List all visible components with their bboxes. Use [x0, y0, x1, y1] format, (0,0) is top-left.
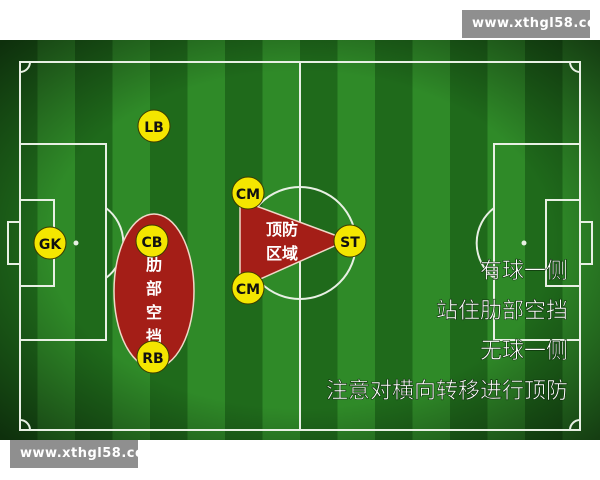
player-lb: LB	[137, 109, 171, 143]
right-penalty-spot	[521, 240, 527, 246]
left-goal	[7, 221, 21, 265]
player-rb: RB	[136, 340, 170, 374]
corner-arc-bl	[19, 419, 31, 431]
caption-line: 有球一侧	[480, 259, 568, 284]
player-label: CM	[236, 282, 260, 298]
cover-zone-line: 顶防	[266, 220, 298, 239]
right-goal	[579, 221, 593, 265]
player-gk: GK	[33, 226, 67, 260]
corner-arc-tl	[19, 61, 31, 73]
right-penalty-arc	[475, 207, 495, 279]
caption-line: 站住肋部空挡	[436, 299, 568, 324]
player-cm-top: CM	[231, 176, 265, 210]
player-cb: CB	[135, 224, 169, 258]
caption-line: 注意对横向转移进行顶防	[326, 379, 568, 404]
flank-gap-char: 空	[146, 303, 162, 322]
player-label: GK	[39, 237, 62, 253]
watermark-bottom: www.xthgl58.com	[10, 440, 158, 468]
corner-arc-tr	[569, 61, 581, 73]
caption-line: 无球一侧	[480, 339, 568, 364]
player-label: LB	[144, 120, 164, 136]
caption-block: 有球一侧 站住肋部空挡 无球一侧 注意对横向转移进行顶防	[326, 259, 569, 405]
player-label: CB	[142, 235, 163, 251]
cover-zone	[239, 198, 350, 290]
watermark-top: www.xthgl58.com	[462, 10, 600, 38]
player-st: ST	[333, 224, 367, 258]
cover-zone-label: 顶防 区域	[266, 220, 298, 263]
corner-arc-br	[569, 419, 581, 431]
football-pitch: 肋 部 空 挡 顶防 区域 GK LB CB RB CM CM	[0, 40, 600, 440]
player-cm-bottom: CM	[231, 271, 265, 305]
flank-gap-char: 肋	[146, 255, 162, 274]
pitch-lines	[7, 61, 593, 431]
players: GK LB CB RB CM CM ST	[33, 109, 367, 374]
player-label: ST	[340, 235, 360, 251]
flank-gap-label: 肋 部 空 挡	[146, 255, 162, 346]
flank-gap-char: 部	[146, 279, 162, 298]
player-label: RB	[142, 351, 163, 367]
cover-zone-line: 区域	[266, 244, 298, 263]
player-label: CM	[236, 187, 260, 203]
left-penalty-spot	[73, 240, 79, 246]
